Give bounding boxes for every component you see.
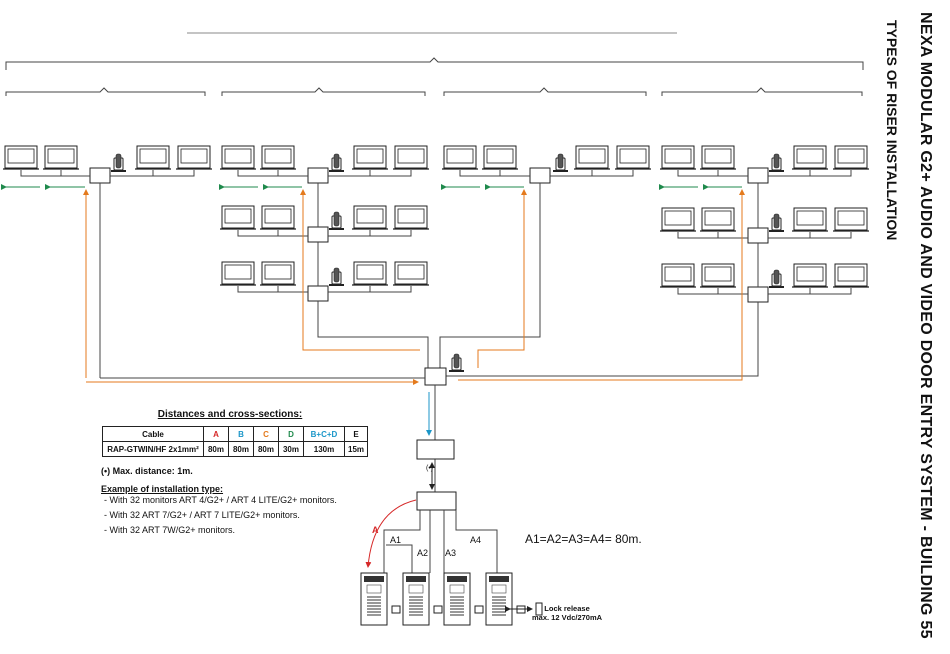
monitor-icon [134, 145, 172, 170]
handset-icon [768, 213, 785, 233]
bullet-prefix: (•) [101, 466, 111, 476]
handset-icon [448, 353, 465, 373]
door-panel-icon [360, 572, 388, 626]
lock-release-line1: Lock release [544, 604, 590, 613]
monitor-icon [175, 145, 213, 170]
header-cell: B [228, 426, 254, 442]
header-cell: A [203, 426, 229, 442]
header-cell: B+C+D [303, 426, 345, 442]
example-item: - With 32 monitors ART 4/G2+ / ART 4 LIT… [104, 495, 337, 505]
header-cell: C [253, 426, 279, 442]
handset-icon [328, 211, 345, 231]
door-panel-icon [443, 572, 471, 626]
table-cell: 130m [303, 441, 345, 457]
table-cell: 30m [278, 441, 304, 457]
header-cell: E [343, 426, 369, 442]
panel-distributor [416, 491, 457, 511]
distributor-box [307, 285, 329, 302]
cable-label-a3: A3 [445, 548, 457, 558]
max-distance-text: Max. distance: 1m. [112, 466, 193, 476]
distances-table: Cable A B C D B+C+D E RAP-GTWIN/HF 2x1mm… [102, 426, 369, 457]
page-title: NEXA MODULAR G2+ AUDIO AND VIDEO DOOR EN… [917, 12, 934, 639]
table-row: RAP-GTWIN/HF 2x1mm² 80m 80m 80m 30m 130m… [102, 441, 369, 457]
handset-icon [110, 153, 127, 173]
table-cell: RAP-GTWIN/HF 2x1mm² [102, 441, 204, 457]
example-item: - With 32 ART 7W/G2+ monitors. [104, 525, 235, 535]
top-brackets [5, 32, 864, 96]
monitor-icon [2, 145, 40, 170]
distances-title: Distances and cross-sections: [157, 409, 303, 420]
cable-label-a2: A2 [417, 548, 429, 558]
bullet-marker: (•) [426, 465, 434, 472]
column-1 [1, 145, 213, 378]
distributor-box [307, 226, 329, 243]
door-panel-icon [485, 572, 513, 626]
table-cell: 80m [228, 441, 254, 457]
distributor-box [747, 286, 769, 303]
handset-icon [552, 153, 569, 173]
lock-release-label: Lock release max. 12 Vdc/270mA [532, 604, 602, 622]
distributor-box [747, 167, 769, 184]
handset-icon [768, 269, 785, 289]
table-header-row: Cable A B C D B+C+D E [102, 426, 369, 442]
column-4 [446, 145, 870, 381]
lock-release-line2: max. 12 Vdc/270mA [532, 613, 603, 622]
entrance-panels [360, 572, 543, 626]
cable-label-a: A [372, 525, 379, 535]
main-distributor [424, 367, 447, 386]
monitor-icon [42, 145, 80, 170]
column-2 [219, 145, 430, 368]
handset-icon [328, 153, 345, 173]
table-cell: 15m [343, 441, 369, 457]
cable-label-a1: A1 [390, 535, 402, 545]
example-title: Example of installation type: [101, 484, 224, 494]
distributor-box [307, 167, 329, 184]
handset-icon [328, 267, 345, 287]
max-distance-note: (•) Max. distance: 1m. [101, 466, 193, 476]
distance-equation: A1=A2=A3=A4= 80m. [525, 532, 642, 546]
page-subtitle: TYPES OF RISER INSTALLATION [884, 20, 900, 241]
example-item: - With 32 ART 7/G2+ / ART 7 LITE/G2+ mon… [104, 510, 300, 520]
door-panel-icon [402, 572, 430, 626]
distributor-box [529, 167, 551, 184]
table-cell: 80m [253, 441, 279, 457]
central-riser [86, 353, 498, 573]
header-cell: D [278, 426, 304, 442]
power-supply-box [416, 439, 455, 460]
handset-icon [768, 153, 785, 173]
table-cell: 80m [203, 441, 229, 457]
header-cell: Cable [102, 426, 204, 442]
cable-label-a4: A4 [470, 535, 482, 545]
distributor-box [747, 227, 769, 244]
distributor-box [89, 167, 111, 184]
column-3 [439, 145, 652, 368]
